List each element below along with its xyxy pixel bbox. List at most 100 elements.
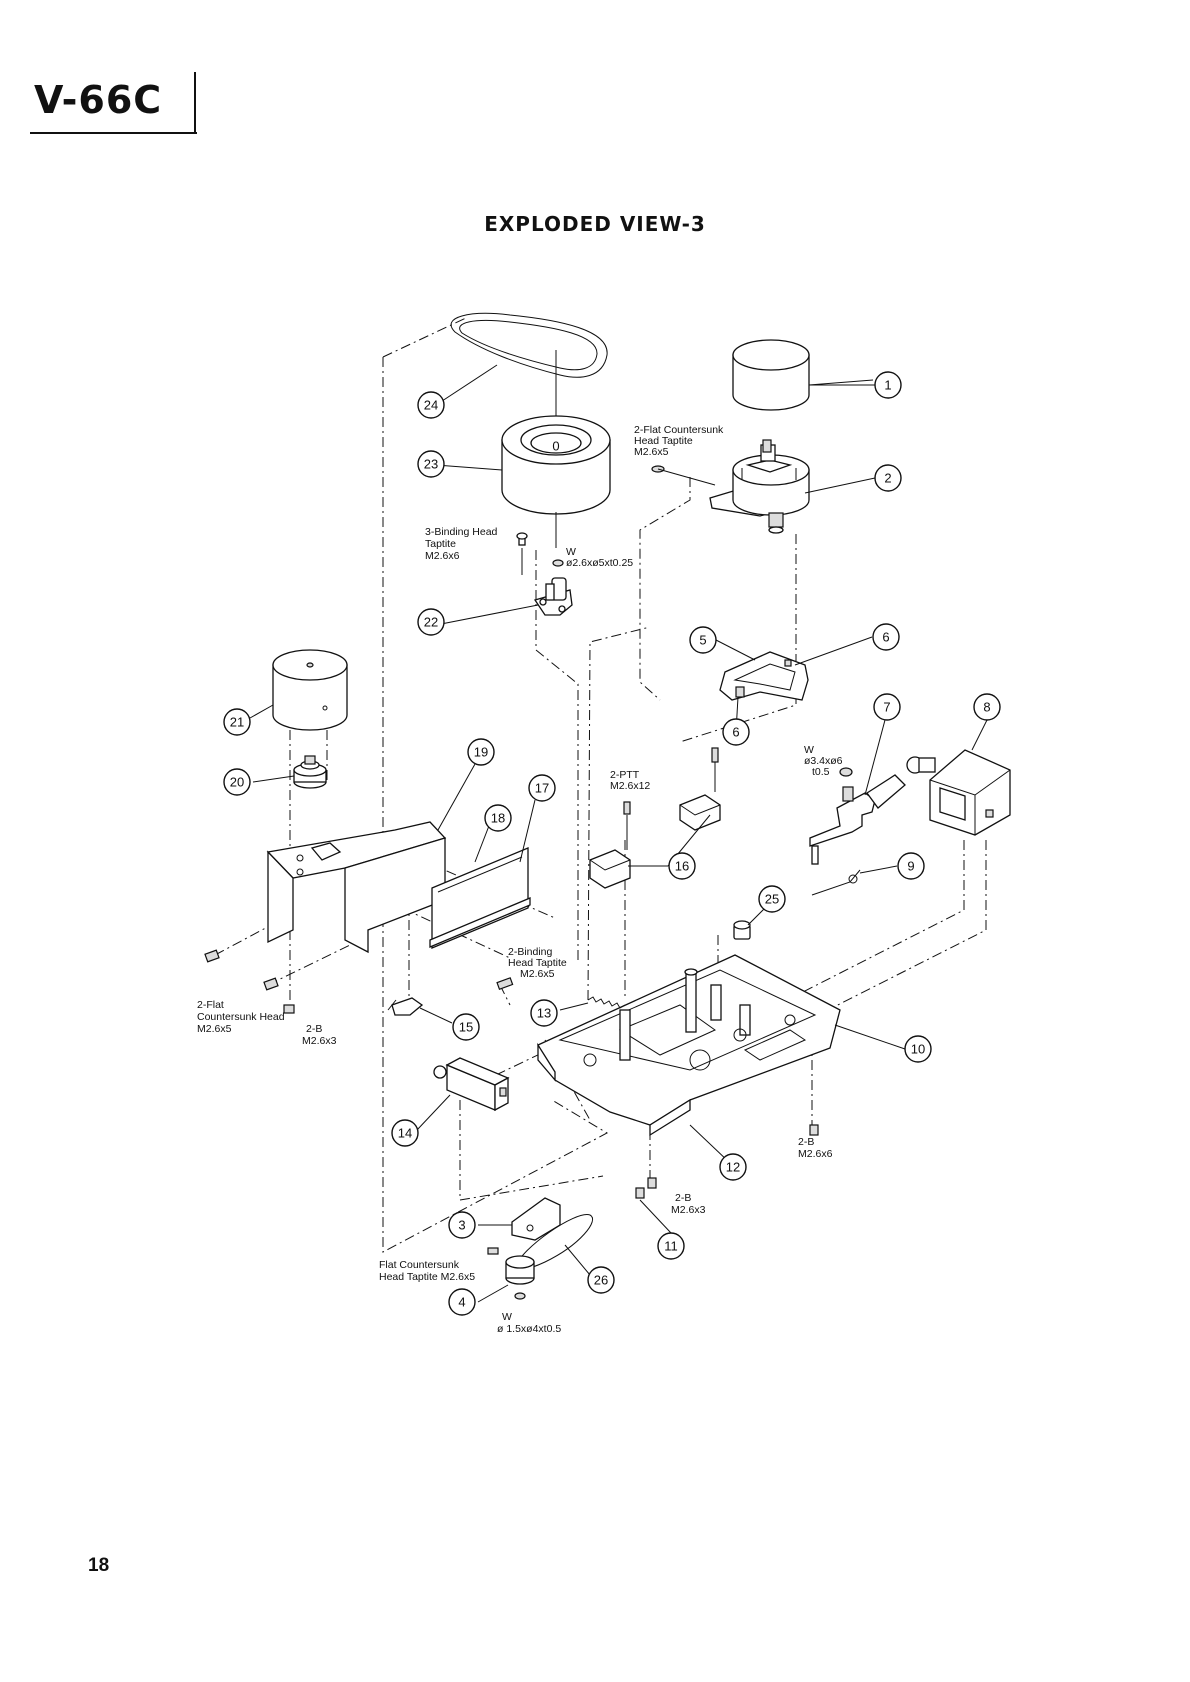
callout-6-lower: 6	[722, 718, 750, 746]
svg-text:4: 4	[458, 1295, 465, 1310]
svg-text:6: 6	[732, 725, 739, 740]
callout-1: 1	[874, 371, 902, 399]
svg-text:M2.6x6: M2.6x6	[798, 1148, 833, 1160]
part-10-main-chassis	[537, 954, 841, 1199]
page-number: 18	[88, 1555, 110, 1576]
svg-text:Taptite: Taptite	[425, 538, 456, 550]
svg-text:Head Taptite M2.6x5: Head Taptite M2.6x5	[379, 1271, 475, 1283]
svg-text:2-B: 2-B	[675, 1192, 691, 1204]
svg-text:M2.6x12: M2.6x12	[610, 780, 650, 792]
svg-text:3-Binding Head: 3-Binding Head	[425, 526, 498, 538]
svg-text:t0.5: t0.5	[812, 766, 830, 778]
svg-text:23: 23	[424, 457, 438, 472]
part-8-solenoid	[906, 749, 1011, 836]
part-24-drive-belt	[450, 312, 608, 418]
svg-text:2-B: 2-B	[306, 1023, 322, 1035]
svg-text:5: 5	[699, 633, 706, 648]
callout-18: 18	[484, 804, 512, 832]
leader-lines	[249, 364, 988, 1303]
part-14-solenoid	[433, 1057, 510, 1112]
svg-text:Flat Countersunk: Flat Countersunk	[379, 1259, 460, 1271]
callout-5: 5	[689, 626, 717, 654]
svg-text:2: 2	[884, 471, 891, 486]
note-binding-head-22: 3-Binding Head Taptite M2.6x6	[425, 526, 498, 562]
note-ptt: 2-PTT M2.6x12	[610, 769, 650, 792]
callout-21: 21	[223, 708, 251, 736]
svg-text:10: 10	[911, 1042, 925, 1057]
svg-text:ø3.4xø6: ø3.4xø6	[804, 755, 843, 767]
svg-text:2-Flat: 2-Flat	[197, 999, 224, 1011]
svg-text:17: 17	[535, 781, 549, 796]
callout-14: 14	[391, 1119, 419, 1147]
callout-3: 3	[448, 1211, 476, 1239]
svg-text:Head Taptite: Head Taptite	[634, 435, 693, 447]
callout-19: 19	[467, 738, 495, 766]
svg-text:2-Binding: 2-Binding	[508, 946, 553, 958]
callout-9: 9	[897, 852, 925, 880]
callout-10: 10	[904, 1035, 932, 1063]
callout-20: 20	[223, 768, 251, 796]
svg-text:W: W	[804, 744, 814, 756]
svg-text:Countersunk Head: Countersunk Head	[197, 1011, 285, 1023]
note-washer-22: W ø2.6xø5xt0.25	[566, 546, 633, 569]
svg-text:ø 1.5xø4xt0.5: ø 1.5xø4xt0.5	[497, 1323, 561, 1335]
header-rule-vertical	[194, 72, 196, 134]
callout-24: 24	[417, 391, 445, 419]
svg-text:M2.6x6: M2.6x6	[425, 550, 460, 562]
svg-text:6: 6	[882, 630, 889, 645]
page-title: EXPLODED VIEW-3	[484, 212, 706, 236]
callout-2: 2	[874, 464, 902, 492]
svg-text:19: 19	[474, 745, 488, 760]
part-23-flywheel: 0	[501, 415, 611, 548]
callout-7: 7	[873, 693, 901, 721]
part-4-pulley	[487, 1247, 535, 1300]
svg-text:W: W	[566, 546, 576, 558]
svg-text:12: 12	[726, 1160, 740, 1175]
callout-26: 26	[587, 1266, 615, 1294]
svg-text:20: 20	[230, 775, 244, 790]
callout-17: 17	[528, 774, 556, 802]
svg-text:11: 11	[664, 1239, 678, 1254]
svg-text:8: 8	[983, 700, 990, 715]
part-1-motor-cover	[732, 339, 874, 411]
svg-text:24: 24	[424, 398, 438, 413]
part-22-capstan-bearing	[516, 532, 573, 616]
part-15-clip	[387, 997, 424, 1016]
flywheel-mark: 0	[552, 439, 559, 454]
header-rule-horizontal	[30, 132, 197, 134]
callout-16: 16	[668, 852, 696, 880]
callout-12: 12	[719, 1153, 747, 1181]
part-25-cap	[733, 920, 751, 940]
callout-11: 11	[657, 1232, 685, 1260]
part-21-reel-cover	[272, 649, 348, 731]
callout-8: 8	[973, 693, 1001, 721]
part-9-spring	[811, 869, 861, 896]
svg-text:2-B: 2-B	[798, 1136, 814, 1148]
svg-text:21: 21	[230, 715, 244, 730]
part-18-circuit-board	[431, 847, 529, 949]
svg-text:14: 14	[398, 1126, 412, 1141]
svg-text:2-Flat Countersunk: 2-Flat Countersunk	[634, 424, 724, 436]
svg-text:9: 9	[907, 859, 914, 874]
callout-13: 13	[530, 999, 558, 1027]
note-flat-countersunk-left: 2-Flat Countersunk Head M2.6x5	[197, 999, 285, 1035]
part-16-leaf-switches	[589, 747, 721, 889]
callout-23: 23	[417, 450, 445, 478]
callout-22: 22	[417, 608, 445, 636]
svg-text:16: 16	[675, 859, 689, 874]
note-b-bottom: 2-B M2.6x3	[671, 1192, 706, 1216]
note-b-right: 2-B M2.6x6	[798, 1136, 833, 1160]
part-3-bracket	[511, 1197, 561, 1241]
svg-text:M2.6x5: M2.6x5	[634, 446, 669, 458]
svg-text:M2.6x5: M2.6x5	[197, 1023, 232, 1035]
model-number: V-66C	[34, 78, 163, 122]
note-washer-7: W ø3.4xø6 t0.5	[804, 744, 843, 778]
svg-text:M2.6x3: M2.6x3	[671, 1204, 706, 1216]
svg-text:3: 3	[458, 1218, 465, 1233]
callout-15: 15	[452, 1013, 480, 1041]
part-19-side-frame	[266, 821, 447, 954]
part-20-pulley	[293, 755, 327, 789]
part-17-circuit-board	[429, 897, 531, 948]
part-13-spring	[587, 996, 626, 1009]
